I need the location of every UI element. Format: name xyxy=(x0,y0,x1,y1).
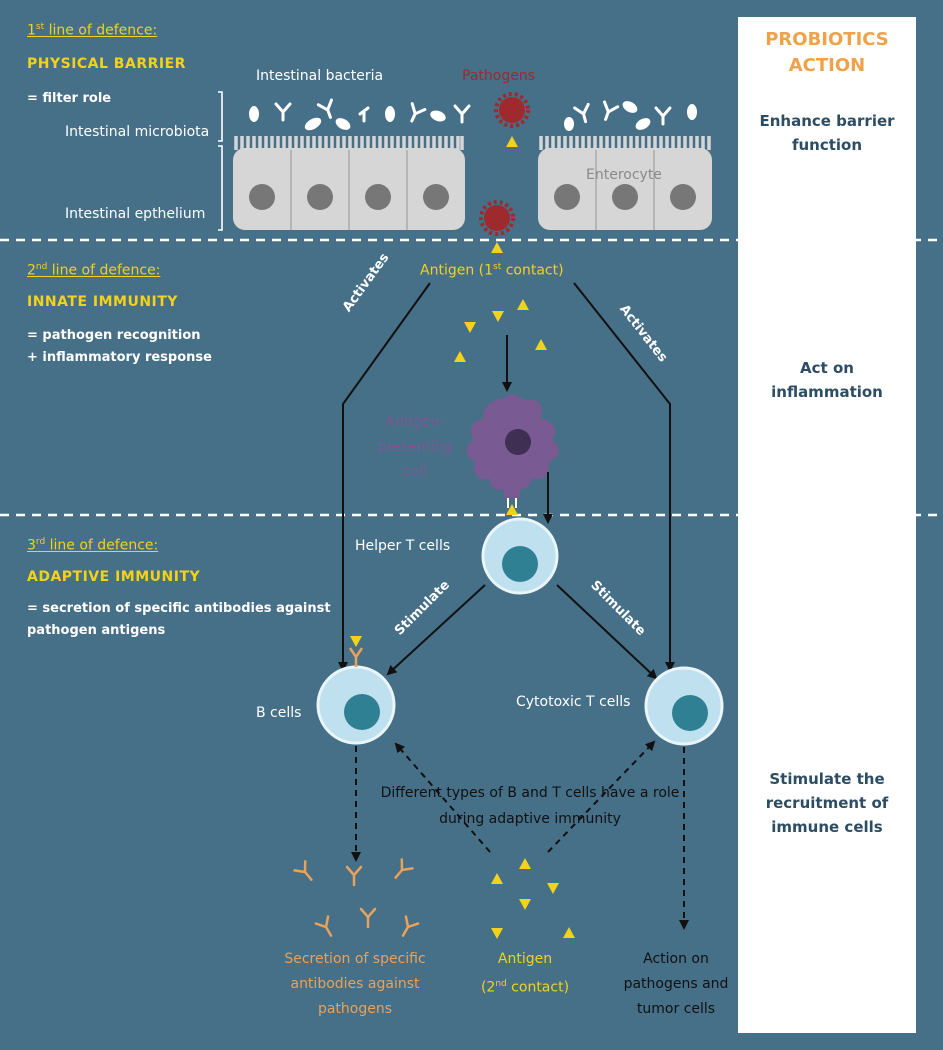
b-cell xyxy=(316,636,396,745)
panel-title-line1: PROBIOTICS xyxy=(765,29,889,50)
antigen-triangle xyxy=(492,311,504,322)
arrow-antigen2-to-b xyxy=(394,742,491,853)
arrow-activates-right xyxy=(573,282,675,672)
adaptive-desc-line2: pathogen antigens xyxy=(27,623,166,638)
arrow-activates-left xyxy=(338,282,431,672)
action-recruitment-line3: immune cells xyxy=(771,818,883,836)
antigen-triangle xyxy=(563,927,575,938)
adaptive-immunity-heading: ADAPTIVE IMMUNITY xyxy=(27,569,201,585)
action-inflammation-line1: Act on xyxy=(800,359,854,377)
epithelium-label: Intestinal epthelium xyxy=(65,206,206,222)
epithelium-right xyxy=(538,136,712,230)
secretion-label: Secretion of specific antibodies against… xyxy=(284,951,426,1017)
helper-t-cell xyxy=(481,517,559,595)
pathogens-label: Pathogens xyxy=(462,68,535,84)
pathogen-top xyxy=(494,92,530,128)
b-cells-label: B cells xyxy=(256,705,302,721)
antigen-second-contact-label: Antigen (2nd contact) xyxy=(480,951,570,996)
antigen-triangle xyxy=(519,858,531,869)
action-on-pathogens-label: Action on pathogens and tumor cells xyxy=(623,951,729,1017)
cytotoxic-t-cells-label: Cytotoxic T cells xyxy=(516,694,631,710)
enterocyte-label: Enterocyte xyxy=(586,167,662,183)
arrow-antigen2-to-t xyxy=(547,740,656,853)
action-inflammation-line2: inflammation xyxy=(771,383,883,401)
antigen-triangle xyxy=(454,351,466,362)
intestinal-bacteria-label: Intestinal bacteria xyxy=(256,68,384,84)
antigen-triangle xyxy=(517,299,529,310)
innate-desc-line1: = pathogen recognition xyxy=(27,328,201,343)
microbiota-label: Intestinal microbiota xyxy=(65,124,210,140)
microbiota-bracket xyxy=(218,91,223,142)
antigen-triangle xyxy=(535,339,547,350)
action-recruitment-line2: recruitment of xyxy=(765,794,889,812)
action-barrier-line1: Enhance barrier xyxy=(759,112,895,130)
intestinal-bacteria-right xyxy=(564,100,697,131)
antigen-triangle xyxy=(464,322,476,333)
epithelium-bracket xyxy=(218,145,223,231)
innate-desc-line2: + inflammatory response xyxy=(27,350,212,365)
antigen-triangle xyxy=(506,136,518,147)
roles-note: Different types of B and T cells have a … xyxy=(380,785,680,827)
antigen-triangle xyxy=(491,242,503,253)
line-of-defence-1: 1st line of defence: xyxy=(27,22,158,39)
probiotics-action-panel: PROBIOTICS ACTION Enhance barrier functi… xyxy=(738,17,916,1033)
antigen-presenting-cell xyxy=(466,394,559,515)
intestinal-bacteria-left xyxy=(249,98,471,131)
antibodies xyxy=(293,858,420,941)
physical-barrier-heading: PHYSICAL BARRIER xyxy=(27,56,186,72)
action-barrier-line2: function xyxy=(791,136,863,154)
cytotoxic-t-cell xyxy=(644,666,724,746)
antigen-triangle xyxy=(491,928,503,939)
arrow-stimulate-right xyxy=(556,584,658,680)
panel-title-line2: ACTION xyxy=(788,55,866,76)
apc-label: Antigen- presenting cell xyxy=(377,414,453,480)
antigen-triangle xyxy=(519,899,531,910)
line-of-defence-2: 2nd line of defence: xyxy=(27,262,161,279)
action-recruitment-line1: Stimulate the xyxy=(769,770,885,788)
epithelium-left xyxy=(233,136,465,230)
line-of-defence-3: 3rd line of defence: xyxy=(27,537,159,554)
helper-t-cells-label: Helper T cells xyxy=(355,538,451,554)
adaptive-desc-line1: = secretion of specific antibodies again… xyxy=(27,601,331,616)
pathogen-crossing xyxy=(479,200,515,236)
antigen-triangle xyxy=(547,883,559,894)
innate-immunity-heading: INNATE IMMUNITY xyxy=(27,294,178,310)
arrow-stimulate-left xyxy=(386,584,486,676)
antigen-triangle xyxy=(491,873,503,884)
antigen-first-contact-label: Antigen (1st contact) xyxy=(420,262,564,279)
physical-barrier-desc: = filter role xyxy=(27,91,112,106)
